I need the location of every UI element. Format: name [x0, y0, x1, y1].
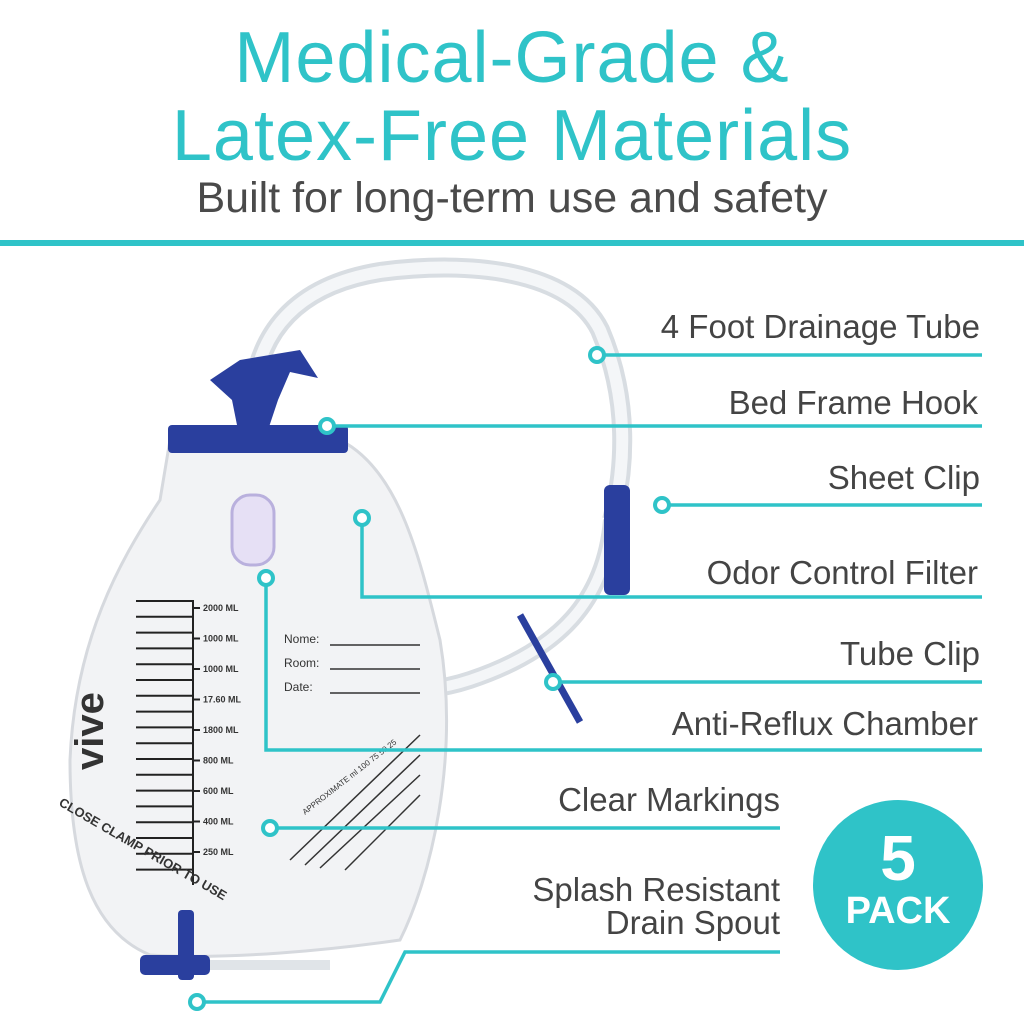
bed-frame-hook: [168, 350, 348, 453]
volume-scale: [136, 600, 194, 885]
scale-label: 1000 ML: [203, 634, 239, 644]
approx-lines: [289, 734, 421, 871]
callout-drainage-tube: 4 Foot Drainage Tube: [660, 308, 980, 345]
scale-label: 1800 ML: [203, 725, 239, 735]
callout-anti-reflux-chamber: Anti-Reflux Chamber: [671, 705, 978, 742]
anti-reflux-chamber: [230, 493, 276, 567]
bag-field-label: Date:: [284, 680, 313, 694]
title-line-2: Latex-Free Materials: [171, 96, 853, 176]
scale-label: 250 ML: [203, 847, 234, 857]
bag-field-label: Room:: [284, 656, 319, 670]
callout-tube-clip: Tube Clip: [839, 635, 980, 672]
callout-sheet-clip: Sheet Clip: [827, 459, 980, 496]
callout-dots: [188, 346, 671, 1011]
scale-label: 800 ML: [203, 756, 234, 766]
pack-label: PACK: [845, 890, 951, 932]
scale-label: 17.60 ML: [203, 695, 242, 705]
title-line-1: Medical-Grade &: [234, 18, 790, 98]
bag-field-label: Nome:: [284, 632, 319, 646]
scale-label: 2000 ML: [203, 603, 239, 613]
callout-lines: [197, 353, 982, 1004]
callout-drain-spout-line2: Drain Spout: [605, 904, 780, 941]
callout-drain-spout-line1: Splash Resistant: [532, 871, 780, 908]
pack-count: 5: [880, 822, 916, 894]
callout-clear-markings: Clear Markings: [558, 781, 780, 818]
brand-logo: vive: [68, 692, 112, 770]
header-divider: [0, 240, 1024, 246]
pack-count-badge: 5 PACK: [813, 800, 983, 970]
scale-label: 600 ML: [203, 786, 234, 796]
drain-spout: [140, 910, 330, 980]
scale-label: 400 ML: [203, 817, 234, 827]
subtitle: Built for long-term use and safety: [196, 174, 828, 222]
callout-odor-control-filter: Odor Control Filter: [706, 554, 978, 591]
scale-label: 1000 ML: [203, 664, 239, 674]
tube-clip: [516, 613, 584, 724]
callout-bed-frame-hook: Bed Frame Hook: [728, 384, 978, 421]
sheet-clip: [604, 485, 630, 595]
